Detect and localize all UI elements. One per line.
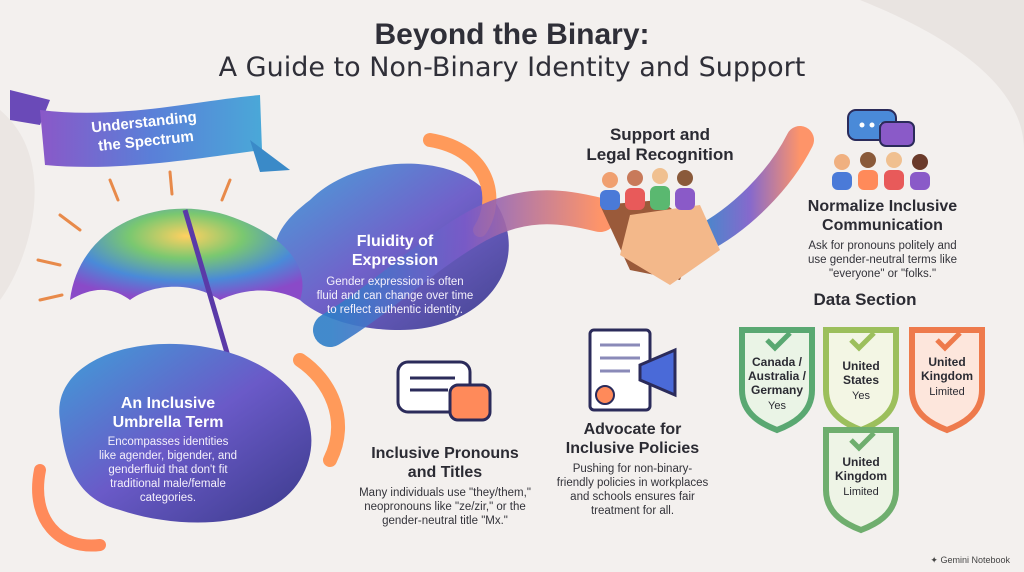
data-section-title: Data Section	[813, 290, 917, 309]
fluidity-section: Fluidity of Expression Gender expression…	[310, 232, 480, 317]
shield-label-4: United Kingdom Limited	[829, 456, 893, 499]
advocate-section: Advocate for Inclusive Policies Pushing …	[550, 420, 715, 518]
chat-bubbles-icon	[396, 360, 492, 422]
shield-canada-australia-germany	[739, 327, 815, 434]
page-subtitle: A Guide to Non-Binary Identity and Suppo…	[218, 52, 806, 83]
fluidity-heading: Fluidity of Expression	[351, 233, 439, 269]
sunray-lines	[36, 170, 232, 302]
advocate-heading: Advocate for Inclusive Policies	[565, 421, 700, 457]
umbrella-section: An Inclusive Umbrella Term Encompasses i…	[68, 394, 268, 505]
shield-label-2: United States Yes	[829, 360, 893, 403]
shield-united-kingdom-2	[823, 427, 899, 534]
people-group-illustration	[600, 168, 695, 210]
page-title: Beyond the Binary:	[374, 18, 650, 51]
communication-icon	[832, 109, 930, 190]
communication-section: Normalize Inclusive Communication Ask fo…	[795, 197, 970, 281]
fluidity-body: Gender expression is often fluid and can…	[316, 276, 474, 316]
sparkle-icon: ✦	[930, 555, 938, 565]
pronouns-section: Inclusive Pronouns and Titles Many indiv…	[355, 444, 535, 528]
shield-united-kingdom-1	[909, 327, 985, 434]
communication-body: Ask for pronouns politely and use gender…	[808, 240, 957, 280]
shield-status-1: Yes	[768, 400, 786, 412]
communication-heading: Normalize Inclusive Communication	[807, 198, 958, 234]
handshake-illustration	[600, 200, 720, 285]
shield-label-3: United Kingdom Limited	[915, 356, 979, 399]
shield-status-3: Limited	[929, 386, 965, 398]
umbrella-heading: An Inclusive Umbrella Term	[112, 395, 224, 431]
pronouns-body: Many individuals use "they/them," neopro…	[359, 487, 531, 527]
shield-status-4: Limited	[843, 486, 879, 498]
shield-label-1: Canada / Australia / Germany Yes	[745, 356, 809, 413]
spectrum-banner	[10, 90, 290, 172]
pronouns-heading: Inclusive Pronouns and Titles	[371, 445, 519, 481]
support-heading: Support and Legal Recognition	[586, 125, 734, 164]
shield-status-2: Yes	[852, 390, 870, 402]
brand-watermark: ✦ Gemini Notebook	[930, 555, 1010, 565]
umbrella-body: Encompasses identities like agender, big…	[98, 436, 238, 504]
advocate-body: Pushing for non-binary- friendly policie…	[556, 463, 709, 517]
policy-document-icon	[588, 328, 677, 412]
